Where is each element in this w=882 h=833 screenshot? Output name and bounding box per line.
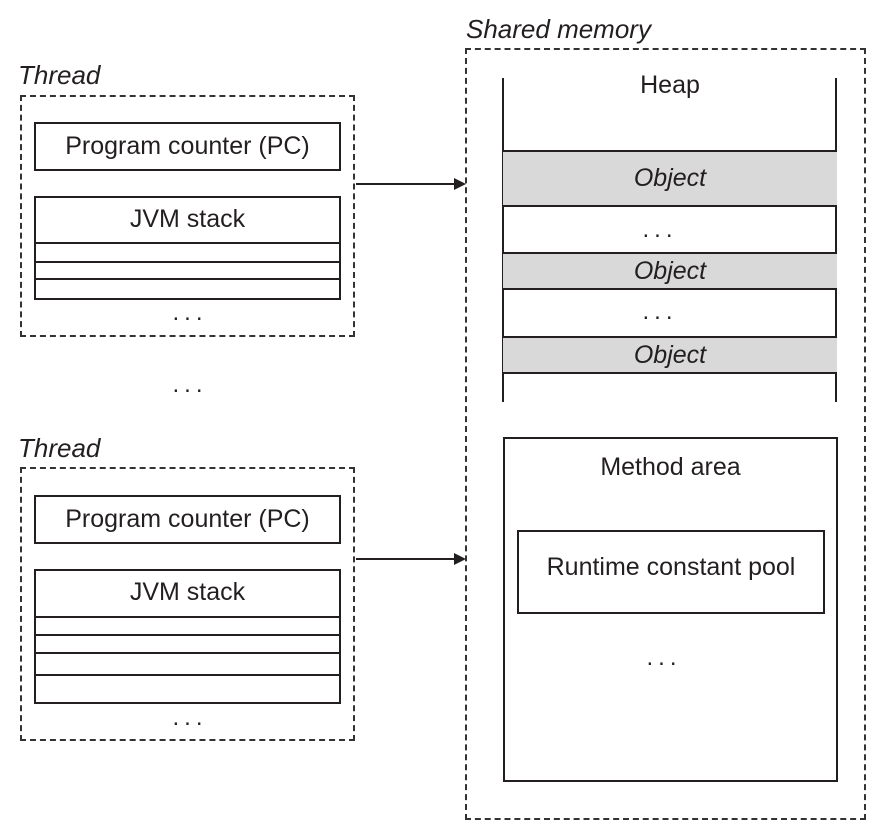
heap-ellipsis-1: ... (642, 216, 678, 243)
method-area-more: ... (646, 644, 682, 671)
thread-2-program-counter: Program counter (PC) (34, 495, 341, 544)
heap-left-wall (502, 78, 504, 402)
thread-1-label: Thread (18, 60, 101, 90)
shared-memory-box (465, 48, 866, 820)
thread-2-stack-frame-line (36, 634, 339, 636)
heap-object-1-label: Object (633, 164, 707, 192)
thread-2-jvm-stack: JVM stack (34, 569, 341, 704)
heap-object-2: Object (503, 252, 837, 290)
thread-1-stack-label: JVM stack (129, 205, 246, 233)
thread-1-stack-frame-line (36, 242, 339, 244)
threads-ellipsis: ... (172, 371, 208, 398)
heap-ellipsis-2: ... (642, 298, 678, 325)
runtime-constant-pool-label: Runtime constant pool (546, 553, 796, 581)
heap-object-3-label: Object (633, 340, 707, 369)
thread-1-pc-label: Program counter (PC) (65, 132, 310, 160)
thread-1-box (20, 95, 355, 337)
heap-object-1: Object (503, 150, 837, 207)
thread-1-jvm-stack: JVM stack (34, 196, 341, 300)
thread-1-stack-frame-line (36, 261, 339, 263)
thread-2-pc-label: Program counter (PC) (65, 505, 310, 533)
thread-2-stack-more: ... (172, 704, 208, 731)
thread-1-stack-frame-line (36, 278, 339, 280)
heap-object-2-label: Object (633, 256, 707, 285)
runtime-constant-pool-box: Runtime constant pool (517, 530, 825, 614)
thread-1-program-counter: Program counter (PC) (34, 122, 341, 171)
thread-2-stack-label: JVM stack (129, 578, 246, 606)
heap-right-wall (835, 78, 837, 402)
thread-1-stack-more: ... (172, 299, 208, 326)
thread-2-stack-frame-line (36, 674, 339, 676)
thread-2-stack-frame-line (36, 652, 339, 654)
shared-memory-label: Shared memory (466, 14, 651, 44)
thread-2-label: Thread (18, 433, 101, 463)
heap-object-3: Object (503, 336, 837, 374)
thread-2-box (20, 467, 355, 741)
method-area-label: Method area (600, 453, 741, 481)
heap-label: Heap (640, 71, 700, 99)
thread-2-stack-frame-line (36, 616, 339, 618)
